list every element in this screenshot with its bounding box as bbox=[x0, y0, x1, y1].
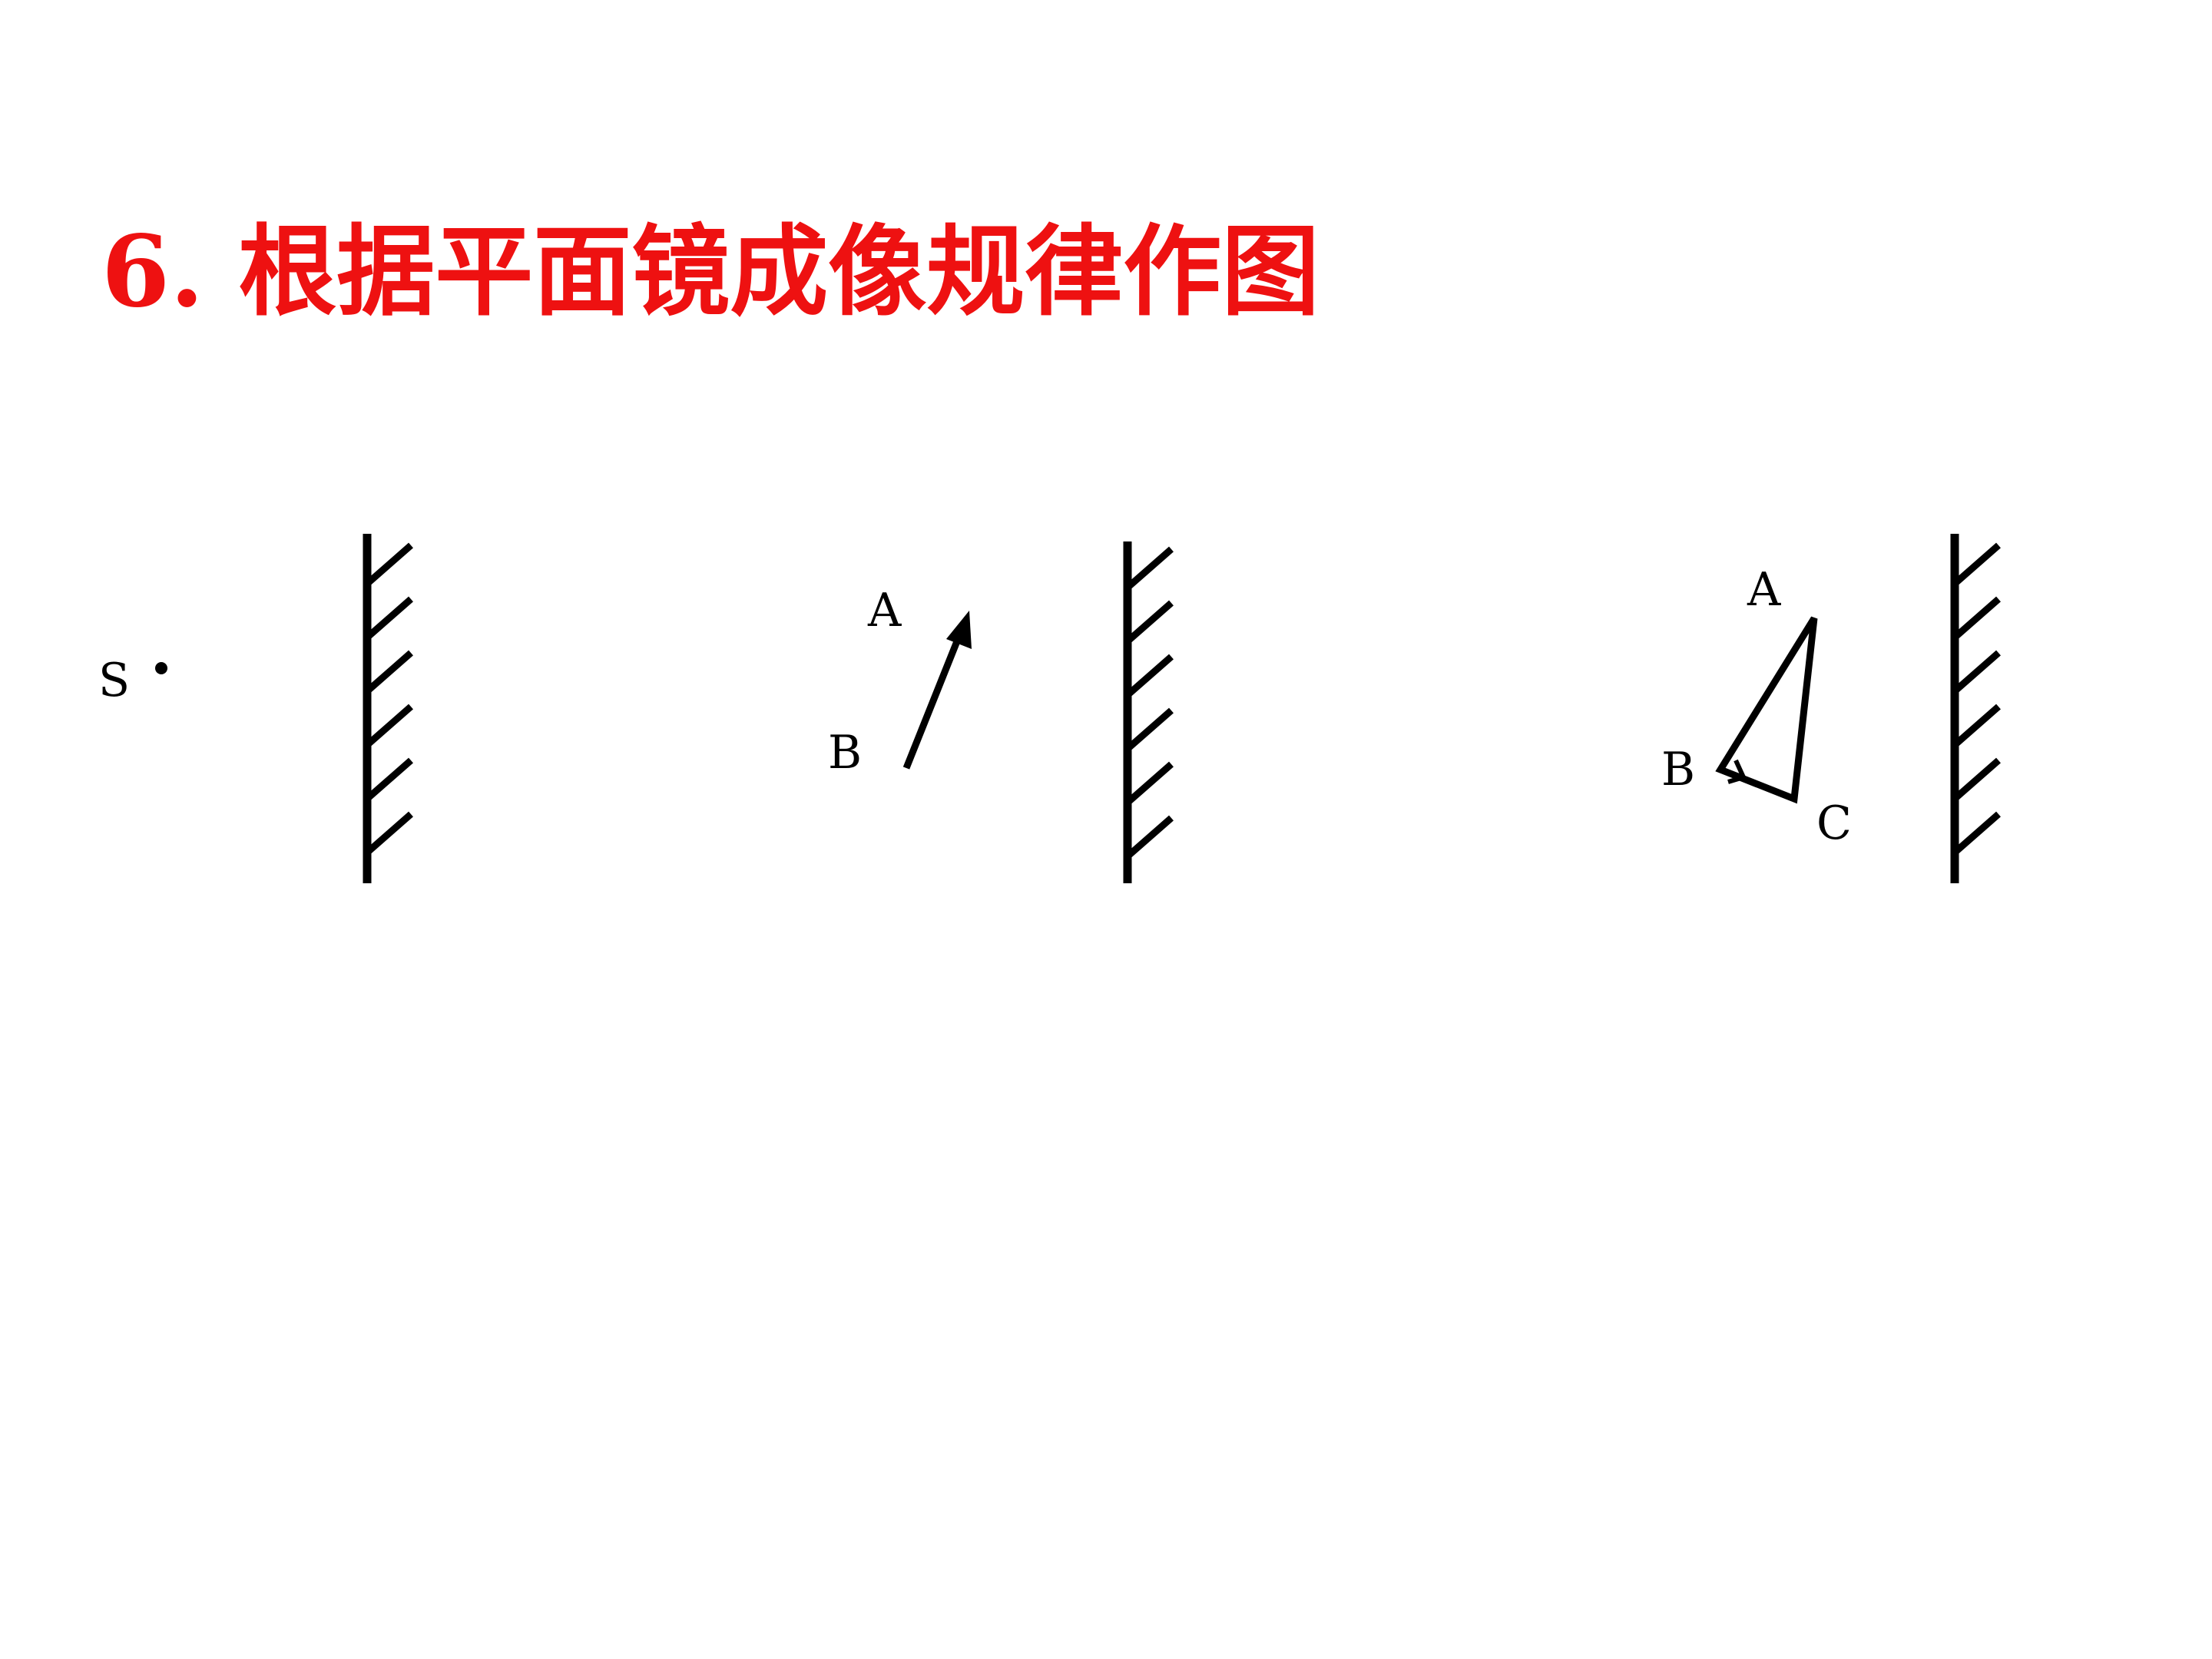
plane-mirror-2 bbox=[1123, 541, 1174, 883]
right-angle-mark bbox=[1727, 759, 1747, 784]
triangle-abc bbox=[1715, 616, 1818, 804]
triangle-outline bbox=[1715, 616, 1818, 804]
label-b: B bbox=[1661, 743, 1695, 796]
label-b: B bbox=[828, 726, 862, 780]
label-c: C bbox=[1816, 796, 1852, 850]
arrow-head bbox=[946, 611, 972, 649]
figure-point-mirror: S bbox=[98, 534, 413, 883]
plane-mirror-1 bbox=[363, 534, 413, 883]
mirror-1-hatching bbox=[365, 542, 413, 856]
label-a: A bbox=[1747, 563, 1781, 617]
arrow-ab bbox=[902, 611, 972, 770]
label-s: S bbox=[98, 654, 130, 707]
page-title: 6. 根据平面镜成像规律作图 bbox=[101, 214, 1320, 329]
figure-arrow-mirror: A B bbox=[828, 541, 1174, 883]
mirror-2-hatching bbox=[1125, 546, 1174, 859]
label-a: A bbox=[867, 584, 902, 637]
mirror-3-hatching bbox=[1952, 542, 2001, 856]
arrow-shaft bbox=[902, 632, 964, 770]
figure-triangle-mirror: A B C bbox=[1661, 534, 2001, 883]
point-s bbox=[155, 662, 167, 674]
plane-mirror-3 bbox=[1950, 534, 2001, 883]
